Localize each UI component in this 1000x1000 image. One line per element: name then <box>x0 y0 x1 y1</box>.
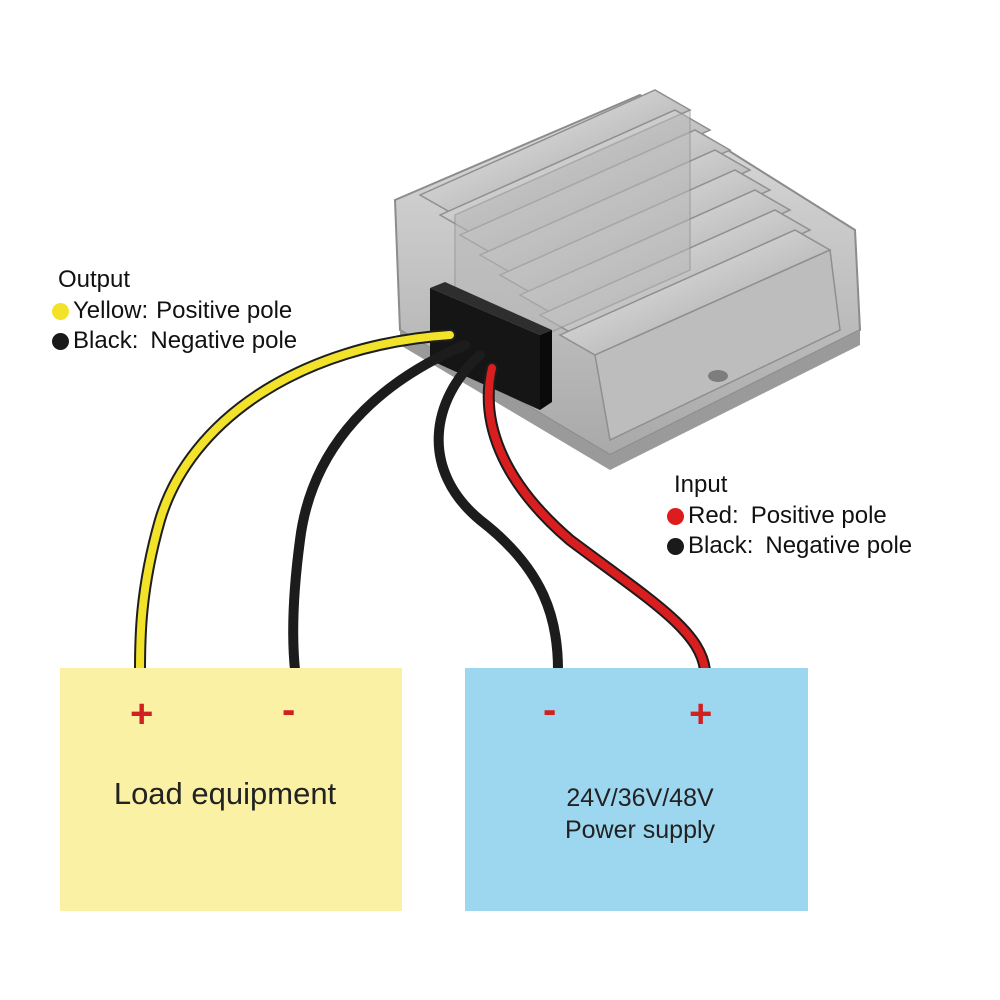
legend-color-name: Black: <box>688 532 754 559</box>
mounting-hole <box>708 370 728 382</box>
load-equipment-label: Load equipment <box>113 776 337 811</box>
legend-color-name: Yellow: <box>73 297 149 324</box>
cable-grommet <box>430 282 552 410</box>
black-dot-icon <box>667 537 684 555</box>
wire-output-negative-black <box>288 340 470 675</box>
yellow-dot-icon <box>52 302 69 320</box>
wire-input-negative-black <box>433 350 563 675</box>
load-minus-sign: - <box>282 688 296 732</box>
supply-minus-sign: - <box>543 688 557 732</box>
input-legend-row-red: Red: Positive pole <box>667 502 887 530</box>
legend-meaning: Negative pole <box>765 532 913 559</box>
legend-meaning: Positive pole <box>156 297 293 324</box>
legend-color-name: Black: <box>73 327 139 354</box>
legend-meaning: Negative pole <box>150 327 298 354</box>
legend-meaning: Positive pole <box>750 502 887 529</box>
input-legend-row-black: Black: Negative pole <box>667 532 912 560</box>
supply-name-label: Power supply <box>564 816 716 844</box>
load-equipment-box: + - Load equipment <box>60 668 402 911</box>
input-legend-title: Input <box>674 471 728 498</box>
red-dot-icon <box>667 507 684 525</box>
legend-color-name: Red: <box>688 502 739 529</box>
supply-plus-sign: + <box>689 692 713 736</box>
output-legend-title: Output <box>58 266 131 293</box>
output-legend-row-yellow: Yellow: Positive pole <box>52 297 292 325</box>
power-supply-box: - + 24V/36V/48V Power supply <box>465 668 808 911</box>
black-dot-icon <box>52 332 69 350</box>
supply-voltage-label: 24V/36V/48V <box>566 784 714 812</box>
load-plus-sign: + <box>130 692 154 736</box>
output-legend-row-black: Black: Negative pole <box>52 327 297 355</box>
heat-sink-fins <box>418 89 841 442</box>
